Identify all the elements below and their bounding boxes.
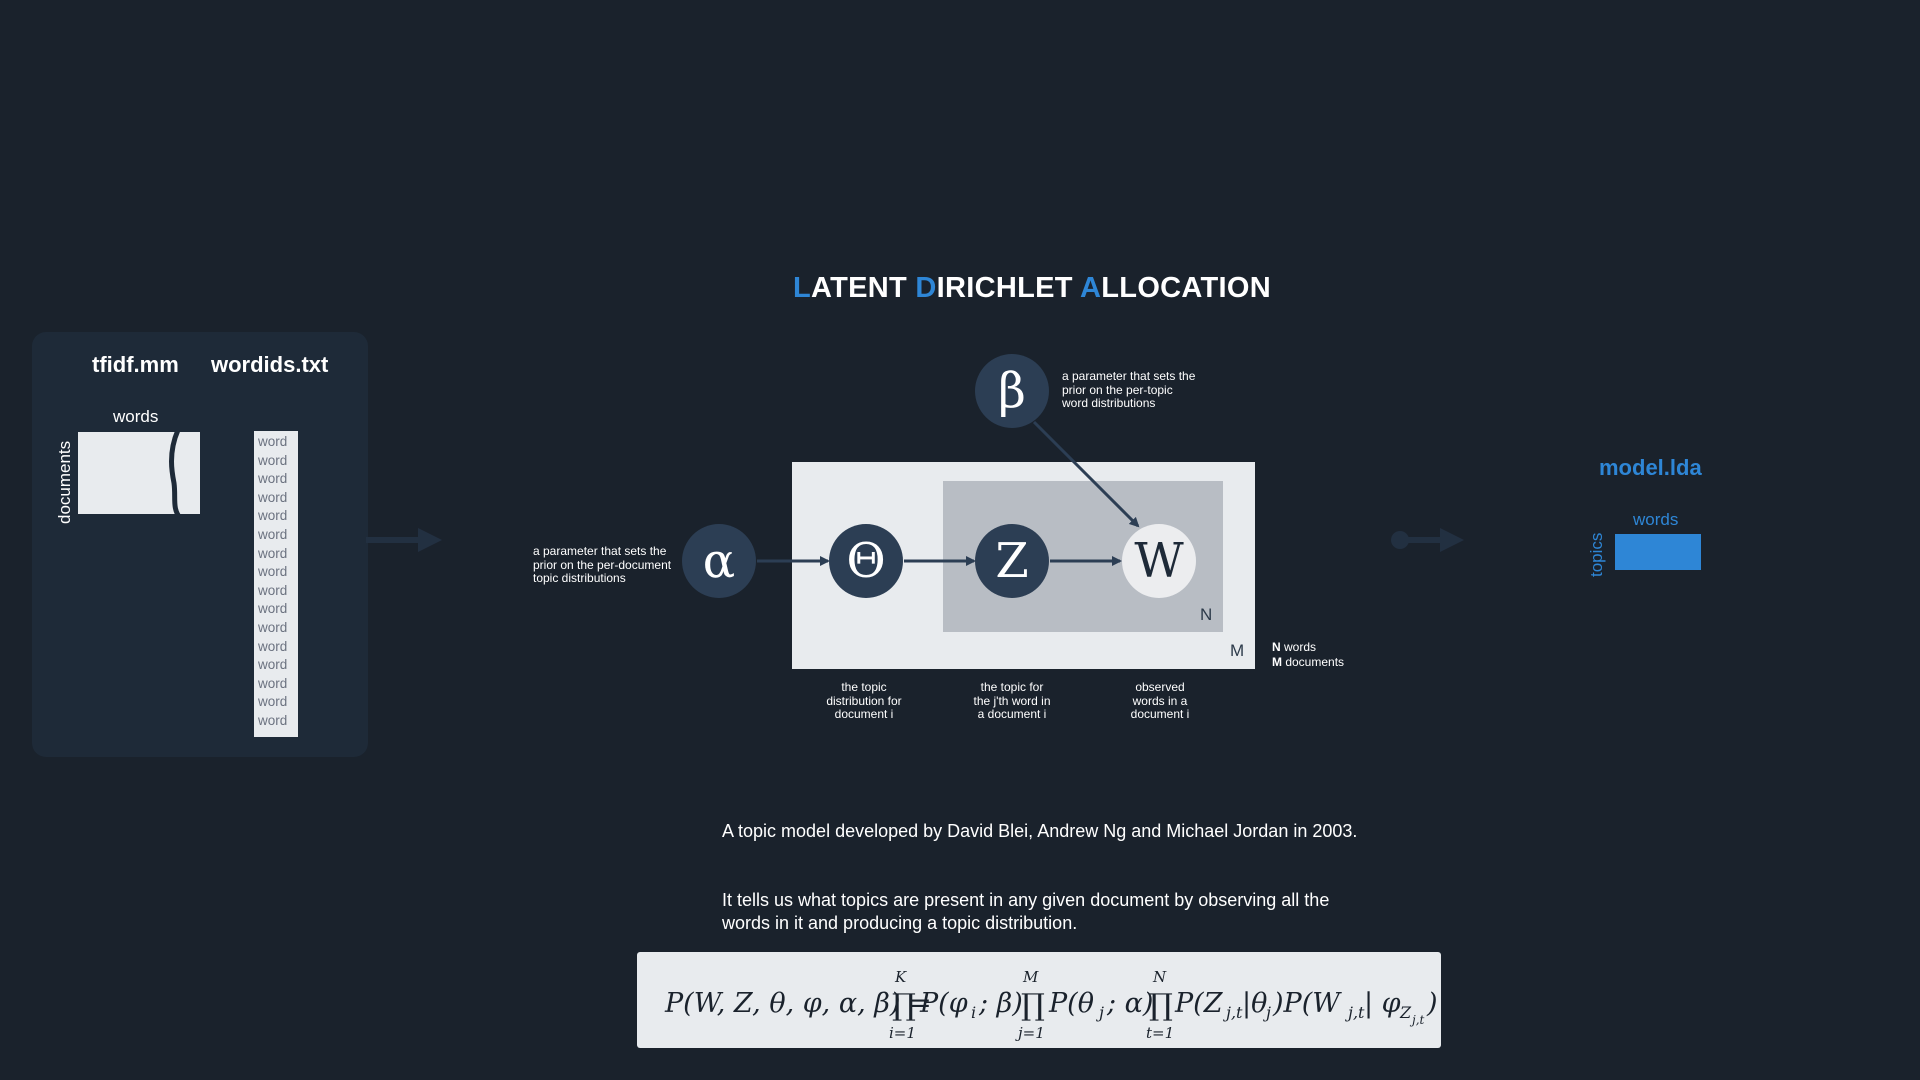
svg-text:N: N <box>1152 968 1167 986</box>
tfidf-matrix <box>78 432 200 514</box>
wordids-list: word word word word word word word word word word… <box>254 431 298 737</box>
svg-text:j,t: j,t <box>1409 1013 1425 1027</box>
input-flow-arrow <box>366 528 442 552</box>
plate-n-label: N <box>1200 605 1213 624</box>
svg-text:j,t: j,t <box>1345 1003 1365 1022</box>
input-panel <box>32 332 368 757</box>
svg-text:i=1: i=1 <box>889 1024 916 1042</box>
matrix-break-curve <box>169 429 183 520</box>
svg-text:; α): ; α) <box>1106 988 1153 1019</box>
matrix-words-label: words <box>113 407 159 426</box>
svg-text:)P(W: )P(W <box>1272 988 1342 1019</box>
svg-text:j=1: j=1 <box>1015 1024 1045 1042</box>
svg-text:P(φ: P(φ <box>919 988 968 1019</box>
output-words-label: words <box>1633 510 1679 529</box>
svg-text:j,t: j,t <box>1223 1003 1243 1022</box>
wordlist-item: word <box>258 619 288 635</box>
tfidf-title: tfidf.mm <box>92 352 179 377</box>
wordlist-item: word <box>258 675 288 691</box>
svg-text:∏: ∏ <box>892 988 916 1023</box>
plate-legend: N words M documents <box>1272 640 1344 670</box>
plate-m-label: M <box>1230 641 1245 660</box>
svg-text:P(W, Z, θ, φ, α, β) =: P(W, Z, θ, φ, α, β) = <box>664 988 932 1019</box>
svg-text:Z: Z <box>1399 1003 1412 1022</box>
svg-text:i: i <box>971 1003 976 1022</box>
description-p1: A topic model developed by David Blei, A… <box>722 821 1358 841</box>
node-w: W <box>1122 524 1196 598</box>
output-topics-label: topics <box>1587 532 1606 577</box>
wordlist-item: word <box>258 508 288 524</box>
wordlist-item: word <box>258 434 288 449</box>
output-flow-arrow <box>1391 528 1464 552</box>
svg-text:∏: ∏ <box>1149 988 1173 1023</box>
svg-text:; β): ; β) <box>978 988 1023 1019</box>
svg-text:M: M <box>1022 968 1039 986</box>
svg-text:P(Z: P(Z <box>1174 988 1224 1019</box>
legend-n: N words <box>1272 640 1317 654</box>
lda-formula: P(W, Z, θ, φ, α, β) = K ∏ i=1 P(φ i ; β)… <box>664 968 1438 1042</box>
svg-text:j: j <box>1096 1003 1104 1022</box>
node-theta: Θ <box>829 524 903 598</box>
output-topic-word-matrix <box>1615 534 1701 570</box>
wordlist-item: word <box>258 452 288 468</box>
wordlist-item: word <box>258 694 288 710</box>
wordlist-item: word <box>258 638 288 654</box>
formula-box <box>637 952 1441 1048</box>
svg-text:P(θ: P(θ <box>1048 988 1094 1019</box>
node-beta: β <box>975 354 1049 428</box>
diagram-title: LATENT DIRICHLET ALLOCATION <box>793 272 1271 304</box>
svg-text:| φ: | φ <box>1364 988 1401 1019</box>
wordlist-item: word <box>258 712 288 728</box>
svg-text:t=1: t=1 <box>1146 1024 1174 1042</box>
wordlist-item: word <box>258 564 288 580</box>
legend-m: M documents <box>1272 655 1345 669</box>
wordlist-item: word <box>258 489 288 505</box>
svg-text:j: j <box>1263 1003 1271 1022</box>
description-p2: It tells us what topics are present in a… <box>722 890 1330 933</box>
edge-beta-w <box>1032 420 1140 528</box>
wordlist-item: word <box>258 582 288 598</box>
svg-text:|θ: |θ <box>1242 988 1267 1019</box>
svg-text:∏: ∏ <box>1021 988 1045 1023</box>
node-alpha: α <box>682 524 756 598</box>
node-z: Z <box>975 524 1049 598</box>
wordlist-item: word <box>258 471 288 487</box>
wordlist-item: word <box>258 657 288 673</box>
wordids-title: wordids.txt <box>211 352 329 377</box>
wordlist-item: word <box>258 545 288 561</box>
wordlist-item: word <box>258 601 288 617</box>
output-model-title: model.lda <box>1599 455 1702 480</box>
svg-text:): ) <box>1426 988 1438 1019</box>
wordlist-item: word <box>258 526 288 542</box>
svg-text:K: K <box>894 968 907 986</box>
